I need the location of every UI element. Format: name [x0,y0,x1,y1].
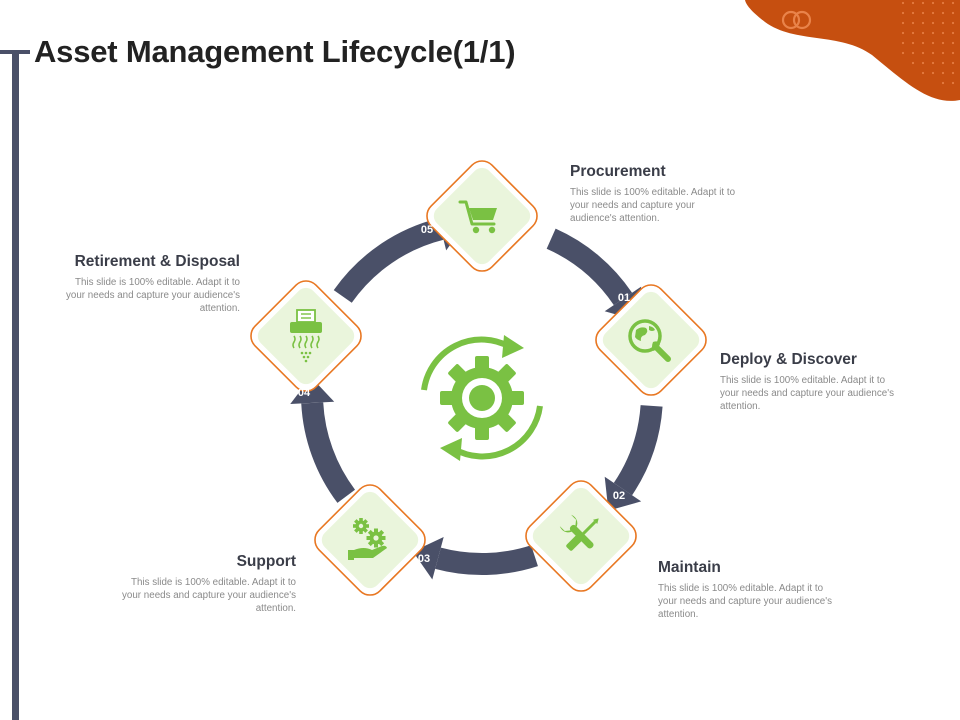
stage-title-retirement-disposal: Retirement & Disposal [74,253,240,270]
stage-title-support: Support [236,553,296,570]
label-maintain: Maintain This slide is 100% editable. Ad… [658,559,848,621]
stage-title-maintain: Maintain [658,559,721,576]
ring-arc [435,545,538,575]
stage-body-maintain: This slide is 100% editable. Adapt it to… [658,583,832,620]
page-title: Asset Management Lifecycle(1/1) [34,34,516,69]
ring-arc [301,402,356,503]
hand-gears-icon [348,518,387,560]
globe-search-icon [628,319,671,362]
stage-number-04: 04 [298,387,311,399]
stage-node-retirement-disposal [250,280,362,392]
label-deploy-discover: Deploy & Discover This slide is 100% edi… [720,351,910,413]
stage-title-deploy-discover: Deploy & Discover [720,351,857,368]
ring-arrowhead [290,376,335,405]
stage-body-retirement-disposal: This slide is 100% editable. Adapt it to… [66,277,240,314]
shredder-icon [290,309,322,363]
stage-number-05: 05 [421,224,433,236]
stage-number-02: 02 [613,490,625,502]
left-accent-rule [12,50,19,720]
left-accent-tick [0,50,30,54]
ring-arc [613,404,663,496]
label-procurement: Procurement This slide is 100% editable.… [570,163,760,225]
ring-arrowhead [604,476,642,511]
stage-node-maintain [525,480,637,592]
cycle-ring [290,207,663,580]
label-retirement-disposal: Retirement & Disposal This slide is 100%… [50,253,240,315]
stage-body-procurement: This slide is 100% editable. Adapt it to… [570,187,736,224]
stage-number-03: 03 [418,553,430,565]
gear-cycle-icon [421,335,543,461]
stage-node-procurement [426,160,538,272]
stage-body-support: This slide is 100% editable. Adapt it to… [122,577,296,614]
label-support: Support This slide is 100% editable. Ada… [106,553,296,615]
tools-icon [559,514,599,551]
ring-arc [333,218,444,303]
shopping-cart-icon [458,200,497,234]
ring-arc [546,228,633,306]
stage-number-01: 01 [618,292,630,304]
rings-icon [781,10,812,30]
stage-title-procurement: Procurement [570,163,666,180]
stage-node-deploy-discover [595,284,707,396]
ring-arrowhead [412,536,444,580]
corner-blob [745,0,960,101]
stage-node-support [314,484,426,596]
stage-body-deploy-discover: This slide is 100% editable. Adapt it to… [720,375,894,412]
